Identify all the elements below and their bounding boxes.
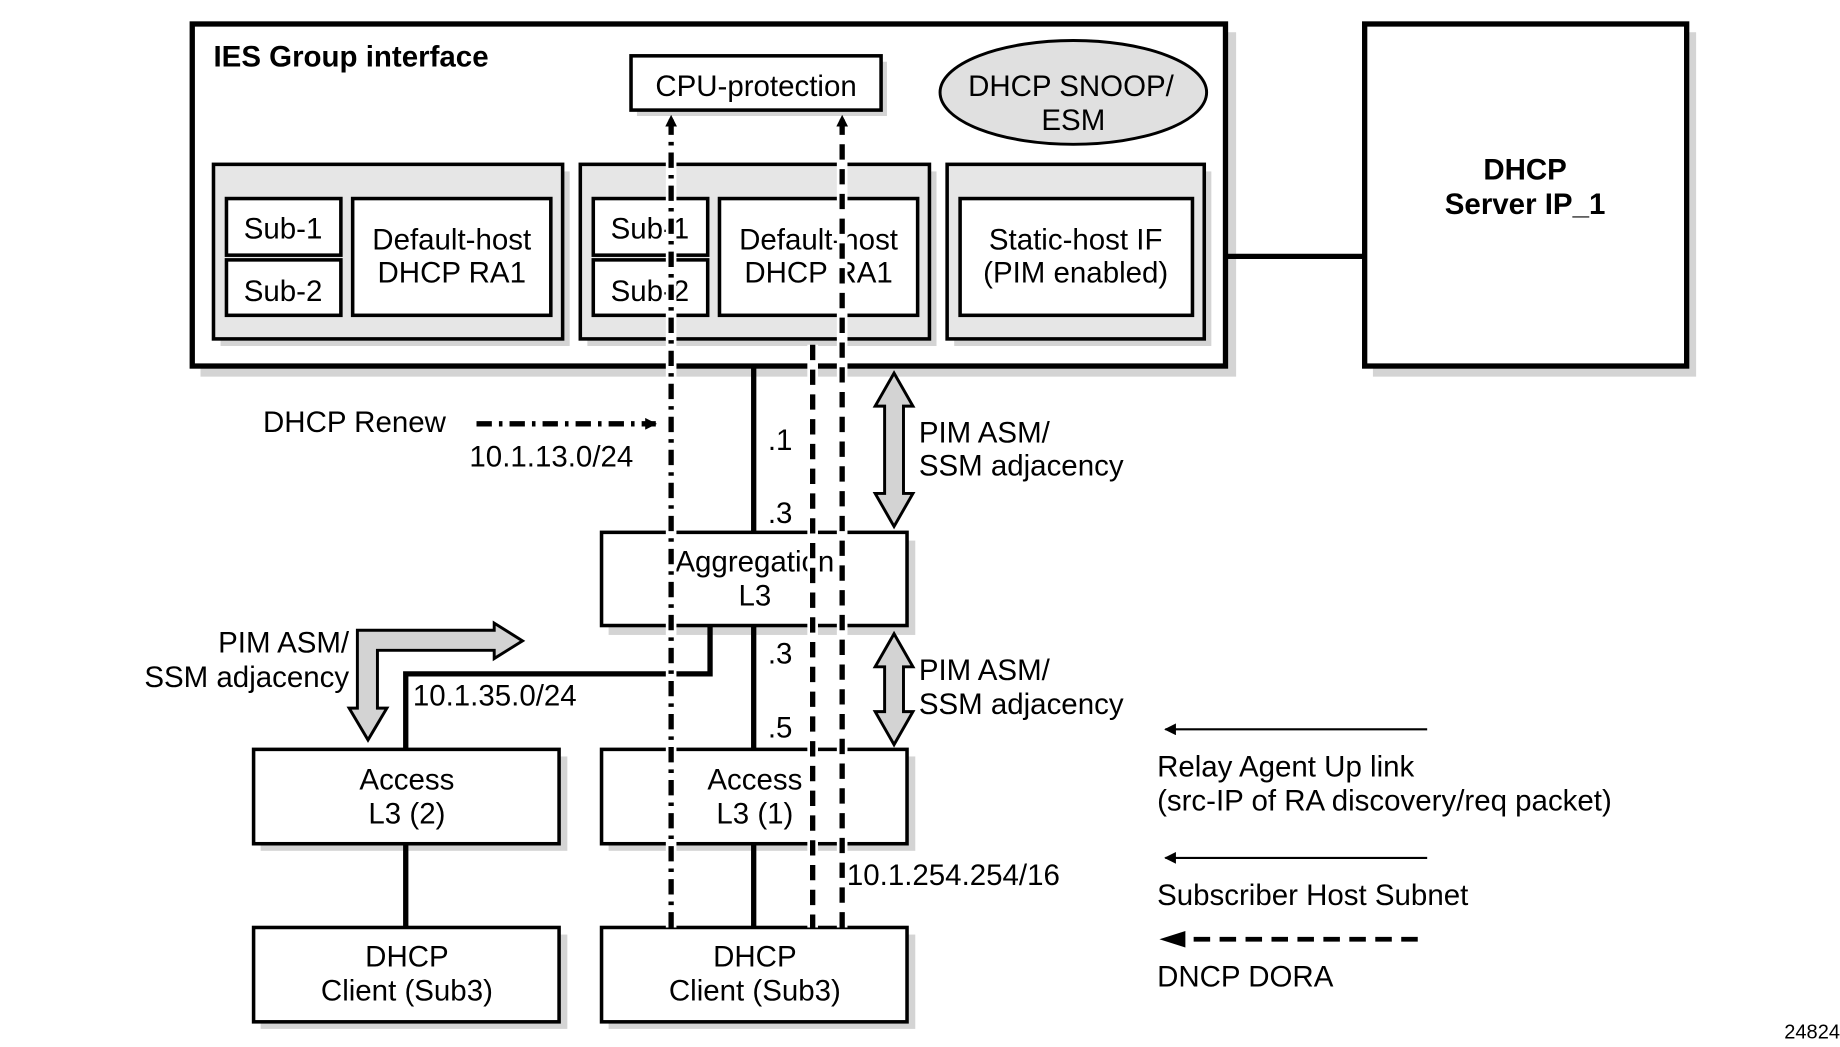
pim-left-line1: PIM ASM/ [218, 627, 350, 660]
pim-upper-line1: PIM ASM/ [919, 417, 1051, 450]
addr-3-lower-label: .3 [768, 637, 793, 670]
pim-adjacency-left: PIM ASM/ SSM adjacency [144, 620, 526, 743]
dhcp-snoop-line1: DHCP SNOOP/ [968, 70, 1175, 103]
dhcp-server-line2: Server IP_1 [1445, 188, 1606, 221]
addr-1-label: .1 [768, 424, 793, 457]
legend: Relay Agent Up link (src-IP of RA discov… [1157, 723, 1612, 993]
dhcp-server-box: DHCP Server IP_1 [1362, 21, 1697, 377]
panel-middle-default-host-line1: Default-host [739, 223, 898, 256]
panel-left-sub1: Sub-1 [244, 213, 323, 246]
cpu-protection-label: CPU-protection [655, 70, 856, 103]
access1-line2: L3 (1) [716, 798, 793, 831]
access2-line1: Access [359, 763, 454, 796]
aggregation-line2: L3 [738, 579, 771, 612]
cpu-protection-box: CPU-protection [629, 54, 887, 116]
access-l3-1-box: Access L3 (1) [599, 747, 916, 851]
dhcp-client-right-box: DHCP Client (Sub3) [599, 925, 916, 1029]
client-right-line2: Client (Sub3) [669, 975, 841, 1008]
subnet-35-label: 10.1.35.0/24 [413, 680, 577, 713]
dhcp-dora-paths [807, 114, 849, 928]
client-left-line1: DHCP [365, 940, 449, 973]
double-arrow-icon [872, 630, 916, 748]
legend-item-subscriber-subnet: Subscriber Host Subnet [1157, 851, 1468, 912]
access-l3-2-box: Access L3 (2) [251, 747, 568, 851]
panel-right: Static-host IF (PIM enabled) [945, 162, 1212, 346]
static-host-line2: (PIM enabled) [983, 256, 1168, 289]
dhcp-snoop-line2: ESM [1041, 104, 1105, 137]
pim-middle-line2: SSM adjacency [919, 688, 1124, 721]
legend-relay-line2: (src-IP of RA discovery/req packet) [1157, 785, 1612, 818]
ies-group-title: IES Group interface [213, 40, 488, 73]
double-arrow-icon [872, 370, 916, 530]
figure-number: 24824 [1784, 1021, 1840, 1043]
dhcp-snoop-esm-ellipse: DHCP SNOOP/ ESM [938, 39, 1209, 146]
access2-line2: L3 (2) [368, 798, 445, 831]
panel-middle-sub1: Sub-1 [611, 213, 690, 246]
legend-item-dora: DNCP DORA [1157, 931, 1418, 993]
access1-line1: Access [707, 763, 802, 796]
dhcp-client-left-box: DHCP Client (Sub3) [251, 925, 568, 1029]
subnet-13-label: 10.1.13.0/24 [469, 440, 633, 473]
legend-relay-line1: Relay Agent Up link [1157, 751, 1414, 784]
aggregation-box: Aggregation L3 [599, 530, 916, 635]
ies-group-interface: IES Group interface CPU-protection DHCP … [189, 21, 1237, 377]
pim-adjacency-middle: PIM ASM/ SSM adjacency [872, 630, 1124, 748]
addr-5-label: .5 [768, 712, 793, 745]
bent-double-arrow-icon [346, 620, 526, 743]
pim-upper-line2: SSM adjacency [919, 450, 1124, 483]
pim-left-line2: SSM adjacency [144, 661, 349, 694]
pim-middle-line1: PIM ASM/ [919, 654, 1051, 687]
client-right-line1: DHCP [713, 940, 796, 973]
client-left-line2: Client (Sub3) [321, 975, 493, 1008]
legend-item-relay-uplink: Relay Agent Up link (src-IP of RA discov… [1157, 723, 1612, 818]
panel-middle-sub2: Sub-2 [611, 275, 690, 308]
pim-adjacency-upper: PIM ASM/ SSM adjacency [872, 370, 1124, 530]
dhcp-server-line1: DHCP [1483, 154, 1567, 187]
panel-middle-default-host-line2: DHCP RA1 [744, 256, 892, 289]
legend-dora-label: DNCP DORA [1157, 960, 1334, 993]
panel-left-default-host-line2: DHCP RA1 [378, 256, 526, 289]
legend-subnet-label: Subscriber Host Subnet [1157, 879, 1468, 912]
subnet-254-label: 10.1.254.254/16 [847, 859, 1060, 892]
panel-left-default-host-line1: Default-host [372, 223, 531, 256]
dhcp-renew-label: DHCP Renew [263, 406, 447, 439]
addr-3-upper-label: .3 [768, 497, 793, 530]
panel-middle: Sub-1 Sub-2 Default-host DHCP RA1 [578, 162, 937, 346]
panel-left: Sub-1 Sub-2 Default-host DHCP RA1 [211, 162, 570, 346]
dhcp-renew-path [476, 114, 678, 928]
panel-left-sub2: Sub-2 [244, 275, 323, 308]
arrow-left-icon [1159, 931, 1186, 948]
static-host-line1: Static-host IF [989, 223, 1163, 256]
link-aggregation-to-access2 [403, 625, 713, 750]
